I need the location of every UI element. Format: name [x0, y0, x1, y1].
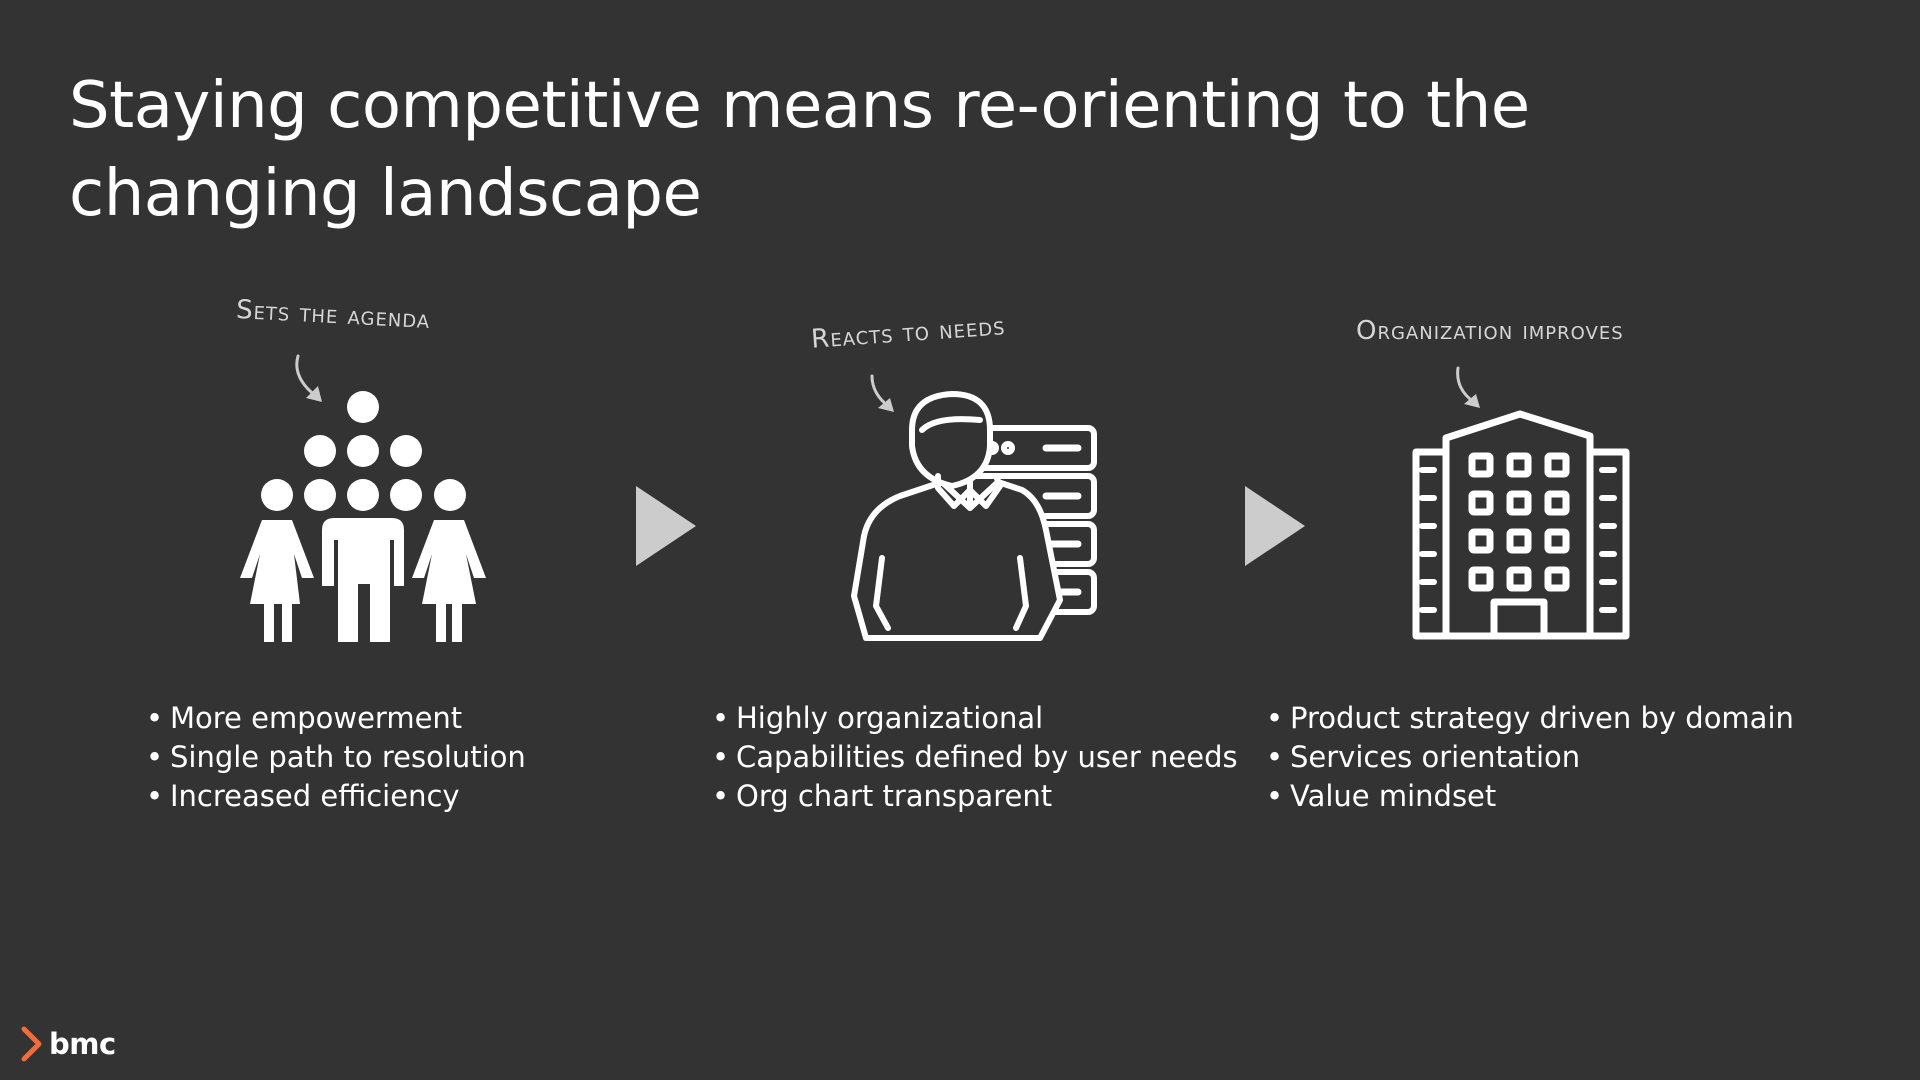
step-2-bullet-list: Highly organizational Capabilities defin…: [712, 699, 1238, 816]
step-1-note-arrow-icon: [295, 354, 322, 402]
step-1-bullet: More empowerment: [146, 699, 526, 738]
people-group-icon: [240, 391, 486, 642]
bmc-chevron-icon: [21, 1026, 42, 1062]
step-2-bullet: Capabilities defined by user needs: [712, 738, 1238, 777]
step-3-bullet: Value mindset: [1266, 777, 1794, 816]
step-2-note-arrow-icon: [870, 374, 894, 412]
bmc-logo: bmc: [20, 1026, 116, 1062]
step-1-bullet-list: More empowerment Single path to resoluti…: [146, 699, 526, 816]
person-with-server-icon: [851, 391, 1097, 641]
step-3-bullet-list: Product strategy driven by domain Servic…: [1266, 699, 1794, 816]
step-3-note: Organization improves: [1356, 316, 1624, 346]
step-1-note: Sets the agenda: [235, 294, 432, 336]
step-2-note: Reacts to needs: [810, 311, 1007, 355]
step-1-bullet: Single path to resolution: [146, 738, 526, 777]
step-arrow-1-icon: [636, 486, 696, 566]
step-3-bullet: Services orientation: [1266, 738, 1794, 777]
step-2-bullet: Highly organizational: [712, 699, 1238, 738]
step-2-bullet: Org chart transparent: [712, 777, 1238, 816]
step-arrow-2-icon: [1245, 486, 1305, 566]
bmc-logo-text: bmc: [49, 1027, 116, 1061]
office-building-icon: [1412, 410, 1630, 640]
step-3-note-arrow-icon: [1456, 366, 1480, 408]
step-1-bullet: Increased efficiency: [146, 777, 526, 816]
slide-title: Staying competitive means re-orienting t…: [69, 69, 1530, 231]
step-3-bullet: Product strategy driven by domain: [1266, 699, 1794, 738]
